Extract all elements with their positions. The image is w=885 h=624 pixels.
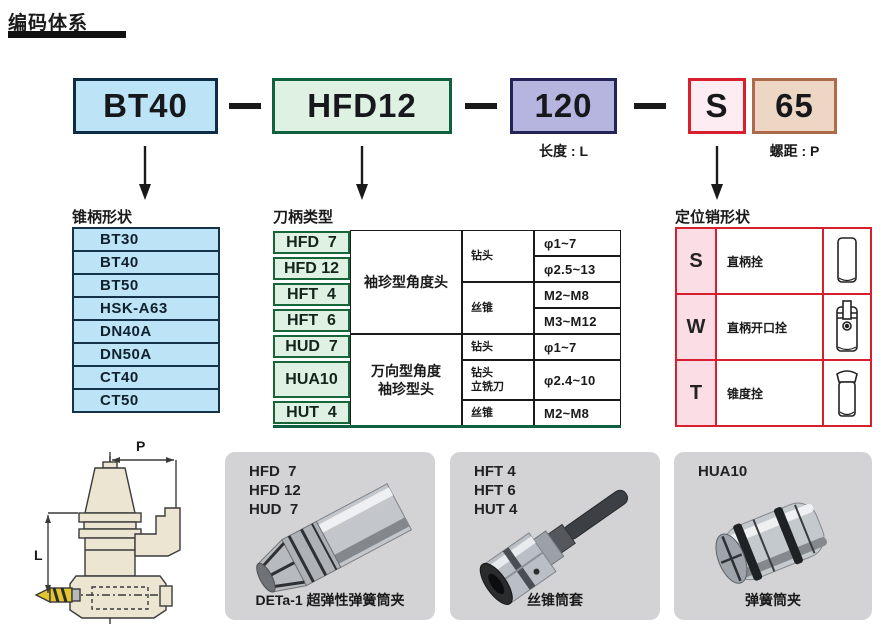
code-box-S: S — [688, 78, 746, 134]
range-cell: φ1~7 — [534, 230, 621, 256]
taper-row-BT40: BT40 — [74, 252, 218, 275]
panel-model-list: HFD 7 HFD 12 HUD 7 — [249, 463, 301, 518]
product-panel-3: HUA10 弹簧筒夹 — [674, 452, 872, 620]
taper-row-BT50: BT50 — [74, 275, 218, 298]
tool-kind-cell: 丝锥 — [462, 400, 534, 426]
model-cell-HUT4: HUT 4 — [273, 401, 350, 424]
panel-caption: 丝锥筒套 — [527, 592, 583, 608]
product-panel-1: HFD 7 HFD 12 HUD 7 DETa-1 超弹性弹簧筒夹 — [225, 452, 435, 620]
dim-l-label: L — [34, 547, 43, 563]
pin-code-cell: W — [677, 295, 717, 359]
model-cell-HFT4: HFT 4 — [273, 283, 350, 306]
tool-kind-cell: 丝锥 — [462, 282, 534, 334]
taper-row-DN40A: DN40A — [74, 321, 218, 344]
code-box-120: 120 — [510, 78, 617, 134]
dash-separator — [634, 103, 666, 109]
range-cell: M3~M12 — [534, 308, 621, 334]
taper-pin-icon — [824, 361, 870, 425]
code-box-HFD12: HFD12 — [272, 78, 452, 134]
panel-model-list: HUA10 — [698, 463, 748, 480]
pin-name-cell: 直柄开口拴 — [717, 295, 824, 359]
down-arrow-icon — [707, 144, 727, 200]
tool-kind-cell: 钻头 — [462, 334, 534, 360]
range-cell: φ2.5~13 — [534, 256, 621, 282]
panel-model-list: HFT 4 HFT 6 HUT 4 — [474, 463, 518, 518]
tool-kind-cell: 钻头立铣刀 — [462, 360, 534, 400]
pin-code-cell: S — [677, 229, 717, 293]
pin-name-cell: 锥度拴 — [717, 361, 824, 425]
panel-caption: DETa-1 超弹性弹簧筒夹 — [255, 592, 405, 608]
table-bottom-rule — [273, 425, 621, 428]
pin-name-cell: 直柄拴 — [717, 229, 824, 293]
title-underline — [8, 31, 126, 38]
code-box-BT40: BT40 — [73, 78, 218, 134]
code-box-sublabel: 长度 : L — [539, 143, 588, 159]
panel-caption: 弹簧筒夹 — [745, 592, 801, 608]
taper-row-BT30: BT30 — [74, 229, 218, 252]
open-pin-icon — [824, 295, 870, 359]
range-cell: φ2.4~10 — [534, 360, 621, 400]
holder-type-cell: 袖珍型角度头 — [350, 230, 462, 334]
holder-table-title: 刀柄类型 — [273, 209, 334, 226]
taper-row-CT50: CT50 — [74, 390, 218, 411]
range-cell: φ1~7 — [534, 334, 621, 360]
pin-table-title: 定位销形状 — [675, 209, 751, 226]
model-cell-HUA10: HUA10 — [273, 361, 350, 398]
model-cell-HFT6: HFT 6 — [273, 309, 350, 332]
range-cell: M2~M8 — [534, 282, 621, 308]
down-arrow-icon — [352, 144, 372, 200]
range-cell: M2~M8 — [534, 400, 621, 426]
tool-kind-cell: 钻头 — [462, 230, 534, 282]
taper-table-title: 锥柄形状 — [72, 209, 133, 226]
model-cell-HFD12: HFD 12 — [273, 257, 350, 280]
holder-type-cell: 万向型角度袖珍型头 — [350, 334, 462, 426]
taper-row-CT40: CT40 — [74, 367, 218, 390]
dash-separator — [229, 103, 261, 109]
dimension-drawing-icon: P L — [34, 438, 181, 624]
page-title: 编码体系 — [8, 13, 89, 34]
product-panel-2: HFT 4 HFT 6 HUT 4 丝锥筒套 — [450, 452, 660, 620]
code-box-65: 65 — [752, 78, 837, 134]
taper-row-DN50A: DN50A — [74, 344, 218, 367]
straight-pin-icon — [824, 229, 870, 293]
taper-row-HSK-A63: HSK-A63 — [74, 298, 218, 321]
pin-code-cell: T — [677, 361, 717, 425]
down-arrow-icon — [135, 144, 155, 200]
model-cell-HUD7: HUD 7 — [273, 335, 350, 358]
dash-separator — [465, 103, 497, 109]
code-box-sublabel: 螺距 : P — [769, 143, 820, 159]
model-cell-HFD7: HFD 7 — [273, 231, 350, 254]
dim-p-label: P — [136, 438, 145, 454]
